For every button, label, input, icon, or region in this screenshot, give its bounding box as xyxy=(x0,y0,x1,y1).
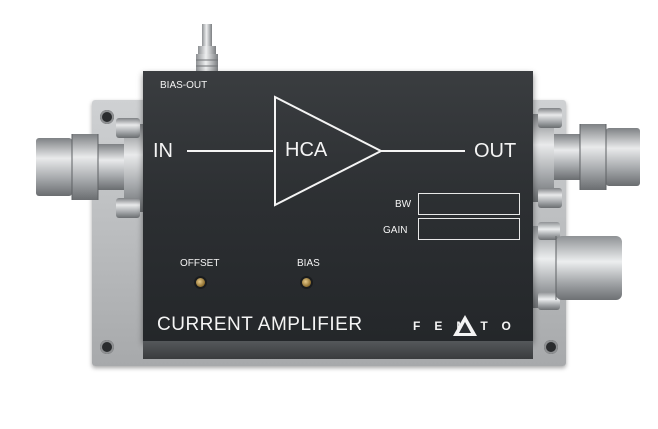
bnc-connector-icon[interactable] xyxy=(530,108,642,208)
offset-label: OFFSET xyxy=(180,258,220,269)
mounting-hole xyxy=(100,340,114,354)
output-label: OUT xyxy=(474,140,517,162)
gain-setting-field xyxy=(418,218,520,240)
amplifier-symbol-label: HCA xyxy=(285,139,328,161)
bias-label: BIAS xyxy=(297,258,320,269)
case-bottom-edge xyxy=(143,341,533,359)
gain-label: GAIN xyxy=(383,225,408,236)
mounting-hole xyxy=(100,110,114,124)
bw-label: BW xyxy=(395,199,412,210)
amplifier-case xyxy=(143,71,533,341)
bias-trimmer-icon[interactable] xyxy=(302,278,311,287)
femto-logo-emblem xyxy=(453,315,477,336)
product-name-label: CURRENT AMPLIFIER xyxy=(157,314,363,335)
front-panel-graphics xyxy=(187,95,465,207)
bw-setting-field xyxy=(418,193,520,215)
triangle-amplifier-icon xyxy=(274,95,384,207)
bnc-connector-icon[interactable] xyxy=(36,118,148,218)
mounting-hole xyxy=(544,340,558,354)
offset-trimmer-icon[interactable] xyxy=(196,278,205,287)
input-label: IN xyxy=(153,140,173,162)
circular-power-connector-icon[interactable] xyxy=(530,222,630,312)
bias-out-label: BIAS-OUT xyxy=(160,80,208,91)
bias-out-connector[interactable] xyxy=(190,22,226,76)
